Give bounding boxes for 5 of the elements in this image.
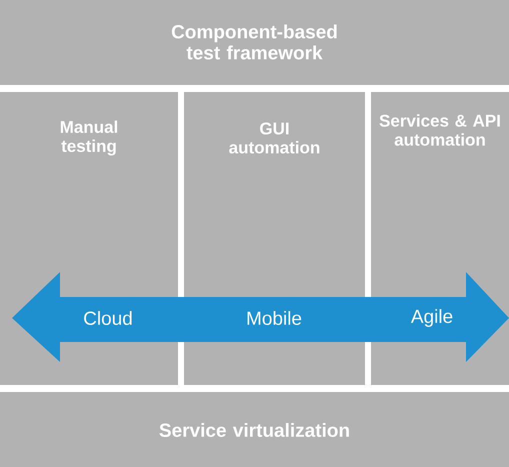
title-band: Component-based test framework <box>0 0 509 85</box>
title-band: Service virtualization <box>0 392 509 467</box>
arrow-label: Cloud <box>84 311 132 325</box>
arrow-label: Mobile <box>248 311 302 325</box>
arrow-label: Agile <box>410 309 452 327</box>
